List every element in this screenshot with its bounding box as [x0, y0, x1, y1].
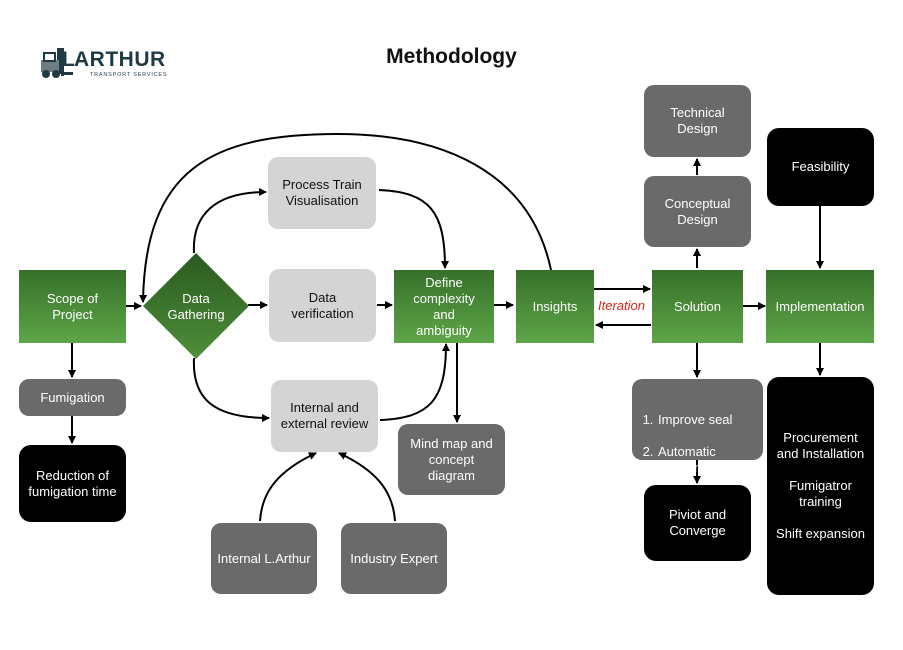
node-define-complexity: Define complexity and ambiguity: [394, 270, 494, 343]
node-data-gathering-diamond: [143, 253, 249, 359]
logo-letter-l: L: [62, 48, 76, 71]
node-reduction-of-fumigation-time: Reduction of fumigation time: [19, 445, 126, 522]
forklift-icon: [41, 48, 73, 78]
node-implementation-details: Procurement and Installation Fumigatror …: [767, 377, 874, 595]
node-industry-expert: Industry Expert: [341, 523, 447, 594]
node-insights: Insights: [516, 270, 594, 343]
list-item: 2.Automatic reading: [642, 444, 716, 475]
list-item: 1.Improve seal: [642, 412, 733, 427]
page-title: Methodology: [386, 45, 517, 68]
logo-subtitle: TRANSPORT SERVICES: [90, 72, 168, 78]
node-solution: Solution: [652, 270, 743, 343]
node-improve-list: 1.Improve seal 2.Automatic reading: [632, 379, 763, 475]
node-mind-map: Mind map and concept diagram: [398, 424, 505, 495]
node-implementation: Implementation: [766, 270, 874, 343]
node-internal-and-external-review: Internal and external review: [271, 380, 378, 452]
node-fumigation: Fumigation: [19, 379, 126, 416]
node-conceptual-design: Conceptual Design: [644, 176, 751, 247]
iteration-label: Iteration: [598, 298, 645, 313]
node-scope-of-project: Scope of Project: [19, 270, 126, 343]
node-data-gathering-label: Data Gathering: [167, 291, 225, 322]
node-technical-design: Technical Design: [644, 85, 751, 157]
node-data-verification: Data verification: [269, 269, 376, 342]
node-internal-larthur: Internal L.Arthur: [211, 523, 317, 594]
improve-list: 1.Improve seal 2.Automatic reading: [638, 396, 733, 492]
node-pivot-and-converge: Piviot and Converge: [644, 485, 751, 561]
node-process-train-visualisation: Process Train Visualisation: [268, 157, 376, 229]
logo-name: ARTHUR: [74, 48, 166, 71]
node-feasibility: Feasibility: [767, 128, 874, 206]
